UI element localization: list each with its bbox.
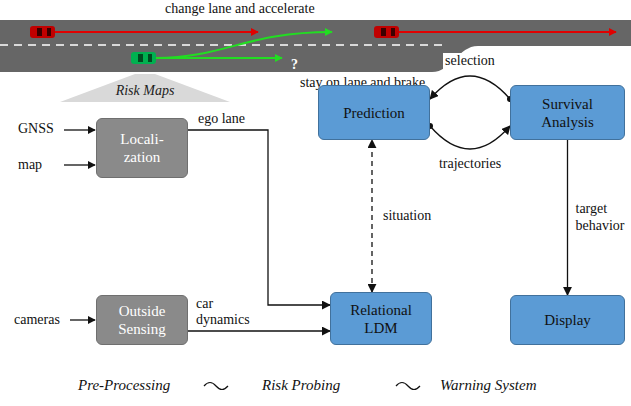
input-arrow (64, 164, 95, 165)
lane-marking (0, 44, 445, 46)
braking-trajectory (156, 57, 282, 59)
edge-label: trajectories (437, 156, 503, 172)
risk-map-region: Risk Maps (60, 74, 230, 102)
lane-change-trajectory (156, 32, 332, 58)
text-label: ? (291, 57, 298, 73)
edge-label: selection (443, 53, 497, 69)
tilde-separator (204, 383, 228, 390)
text-label: Risk Probing (262, 377, 340, 394)
car-trajectory (398, 31, 616, 33)
node-text: Risk Maps (116, 83, 175, 102)
node-text: Relational LDM (341, 301, 421, 337)
connector (188, 330, 330, 331)
process-box: Display (510, 295, 625, 345)
process-box: Survival Analysis (510, 85, 625, 140)
edge-label: situation (381, 208, 433, 224)
edge-label: target behavior (574, 201, 631, 233)
text-label: change lane and accelerate (165, 1, 315, 17)
process-box: Locali- zation (96, 118, 188, 178)
red-car (374, 26, 399, 38)
process-box: Outside Sensing (96, 295, 188, 345)
connector (430, 126, 510, 149)
node-text: Display (544, 311, 591, 329)
text-label: GNSS (18, 121, 54, 137)
edge-label: ego lane (196, 111, 247, 127)
text-label: Pre-Processing (78, 377, 170, 394)
process-box: Prediction (318, 85, 430, 140)
node-text: Prediction (343, 104, 405, 122)
connector (188, 130, 330, 305)
text-label: map (18, 157, 42, 173)
input-arrow (70, 319, 95, 320)
tilde-separator (396, 383, 420, 390)
text-label: Warning System (440, 377, 537, 394)
connector (567, 140, 568, 295)
node-text: Outside Sensing (107, 302, 177, 338)
input-arrow (64, 129, 95, 130)
node-text: Survival Analysis (530, 95, 605, 131)
text-label: cameras (14, 312, 60, 328)
edge-label: car dynamics (194, 296, 258, 328)
connector (371, 140, 372, 292)
road (0, 20, 631, 72)
ego-car (131, 52, 156, 64)
car-trajectory (54, 31, 258, 33)
process-box: Relational LDM (330, 292, 432, 345)
node-text: Locali- zation (107, 130, 177, 166)
red-car (30, 26, 55, 38)
connector (430, 76, 510, 99)
